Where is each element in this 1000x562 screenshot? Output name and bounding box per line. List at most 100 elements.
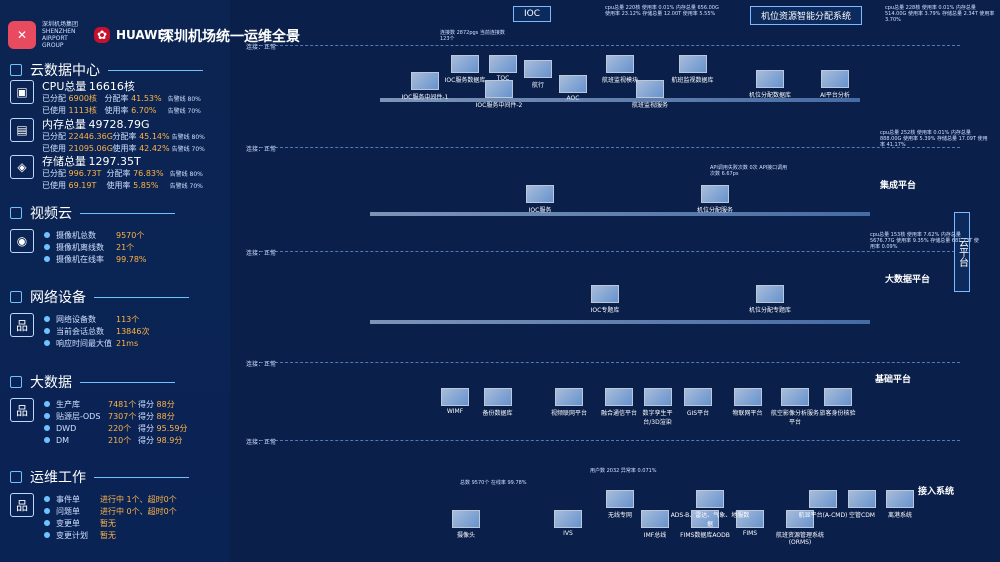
- cpu-alloc-rate: 41.53%: [131, 93, 162, 103]
- node-flight-monitor-db[interactable]: 航班监视数据库: [660, 55, 725, 84]
- node-departure[interactable]: 离港系统: [880, 490, 920, 519]
- node-ioc-mid-2[interactable]: IOC服务中间件-2: [464, 80, 534, 109]
- node-digital-twin[interactable]: 数字孪生平台/3D渲染: [635, 388, 680, 426]
- conn-status-base: 连接：正常: [246, 361, 277, 368]
- bigdata-row-label: DM: [56, 435, 70, 445]
- node-imf-bus[interactable]: IMF总线: [635, 510, 675, 539]
- node-res-db[interactable]: 机位分配数据库: [740, 70, 800, 99]
- node-gis[interactable]: GIS平台: [680, 388, 716, 417]
- ops-row-label: 事件单: [56, 494, 80, 504]
- section-divider: [80, 381, 175, 383]
- ioc-server-rack: [380, 98, 860, 102]
- cloud-platform-tag[interactable]: 云平台: [954, 212, 970, 292]
- ops-title: 运维工作: [30, 470, 86, 486]
- conn-line: [260, 147, 960, 148]
- conn-line: [260, 362, 960, 363]
- ioc-panel-title[interactable]: IOC: [513, 6, 552, 22]
- bigdata-score-label: 得分: [138, 423, 154, 433]
- cpu-threshold-used: 告警线 70%: [167, 107, 201, 115]
- node-flight-monitor-module[interactable]: 航班监视模块: [590, 55, 650, 84]
- node-fims-aodb[interactable]: FIMS数据库AODB: [680, 510, 730, 539]
- network-row-label: 响应时间最大值: [56, 338, 112, 348]
- node-iot[interactable]: 物联网平台: [725, 388, 770, 417]
- node-backup-db[interactable]: 备份数据库: [475, 388, 520, 417]
- sto-used-rate: 5.85%: [133, 180, 159, 190]
- resource-panel-title[interactable]: 机位资源智能分配系统: [750, 6, 863, 25]
- conn-line: [260, 251, 960, 252]
- node-atc-cdm[interactable]: 空管CDM: [842, 490, 882, 519]
- node-ai-platform[interactable]: AI平台分析: [810, 70, 860, 99]
- node-ioc-topic[interactable]: IOC专题库: [575, 285, 635, 314]
- conn-status-ioc: 连接：正常: [246, 44, 277, 51]
- node-flight-monitor-service[interactable]: 航班监视服务: [615, 80, 685, 109]
- layer-base[interactable]: 基础平台: [875, 375, 912, 385]
- network-row-label: 当前会话总数: [56, 326, 104, 336]
- bigdata-row-value: 210个: [108, 435, 132, 445]
- sto-alloc-label: 已分配: [42, 168, 66, 178]
- node-orms[interactable]: 航班资源管理系统(ORMS): [770, 510, 830, 546]
- net-stats: 用户数 2032 异常率 0.071%: [590, 468, 657, 474]
- ioc-metrics: cpu总量 220核 使用率 0.01% 内存总量 656.00G 使用率 23…: [605, 5, 719, 17]
- node-toc[interactable]: TOC: [488, 55, 518, 82]
- node-ioc-mid-1[interactable]: IOC服务中间件-1: [390, 72, 460, 101]
- node-acmd[interactable]: 航显平台(A-CMD): [798, 490, 848, 519]
- section-bullet-icon: [10, 291, 22, 303]
- node-ioc-service[interactable]: IOC服务: [510, 185, 570, 214]
- node-aerial[interactable]: 航空影像分析服务平台: [770, 388, 820, 426]
- video-row-label: 摄像机在线率: [56, 254, 104, 264]
- node-camera[interactable]: 摄像头: [448, 510, 484, 539]
- huawei-label: HUAWEI: [116, 28, 171, 42]
- node-hangxing[interactable]: 航行: [523, 60, 553, 89]
- mem-alloc-rate-label: 分配率: [112, 131, 137, 141]
- ops-icon: 品: [10, 493, 34, 517]
- cpu-alloc-rate-label: 分配率: [104, 93, 129, 103]
- cloud-title: 云数据中心: [30, 63, 100, 79]
- conn-line: [260, 440, 960, 441]
- bigdata-score-label: 得分: [138, 435, 154, 445]
- node-comm-platform[interactable]: 融合通信平台: [595, 388, 643, 417]
- node-passenger-id[interactable]: 旅客身份核验: [815, 388, 860, 417]
- section-divider: [108, 69, 203, 71]
- video-row-value: 99.78%: [116, 254, 147, 264]
- layer-integration[interactable]: 集成平台: [880, 181, 917, 191]
- storage-icon: ◈: [10, 155, 34, 179]
- layer-bigdata[interactable]: 大数据平台: [885, 275, 931, 285]
- sto-alloc: 996.73T: [68, 168, 102, 178]
- ops-row-value: 暂无: [100, 518, 116, 528]
- node-wimf[interactable]: WIMF: [435, 388, 475, 415]
- mem-label: 内存总量: [42, 118, 86, 131]
- node-ioc-db[interactable]: IOC服务数据库: [430, 55, 500, 84]
- video-row-value: 21个: [116, 242, 135, 252]
- bigdata-row-value: 7307个: [108, 411, 137, 421]
- node-wireless[interactable]: 无线专网: [595, 490, 645, 519]
- sto-alloc-rate-label: 分配率: [106, 168, 131, 178]
- node-res-service[interactable]: 机位分配服务: [680, 185, 750, 214]
- conn-status-integration: 连接：正常: [246, 146, 277, 153]
- cpu-alloc-label: 已分配: [42, 93, 66, 103]
- section-bullet-icon: [10, 207, 22, 219]
- network-row-value: 13846次: [116, 326, 150, 336]
- conn-status-bigdata: 连接：正常: [246, 250, 277, 257]
- bigdata-icon: 品: [10, 398, 34, 422]
- airport-logo: ✕: [8, 21, 36, 49]
- integration-rack: [370, 212, 870, 216]
- node-res-topic[interactable]: 机位分配专题库: [730, 285, 810, 314]
- page-title: 深圳机场统一运维全景: [160, 29, 300, 45]
- ops-row-label: 问题单: [56, 506, 80, 516]
- node-fims[interactable]: FIMS: [735, 510, 765, 537]
- cpu-total: 16616核: [88, 80, 135, 93]
- ops-row-value: 暂无: [100, 530, 116, 540]
- video-row-label: 摄像机总数: [56, 230, 96, 240]
- bigdata-row-score: 95.59分: [156, 423, 188, 433]
- bigdata-row-label: DWD: [56, 423, 77, 433]
- node-adsb[interactable]: ADS-B、雷达、气象、地服数据: [670, 490, 750, 528]
- resource-metrics: cpu总量 228核 使用率 0.01% 内存总量 514.00G 使用率 3.…: [885, 5, 995, 23]
- layer-access[interactable]: 接入系统: [918, 487, 955, 497]
- cpu-icon: ▣: [10, 80, 34, 104]
- node-ivs[interactable]: IVS: [550, 510, 586, 537]
- node-video-platform[interactable]: 视频联网平台: [545, 388, 593, 417]
